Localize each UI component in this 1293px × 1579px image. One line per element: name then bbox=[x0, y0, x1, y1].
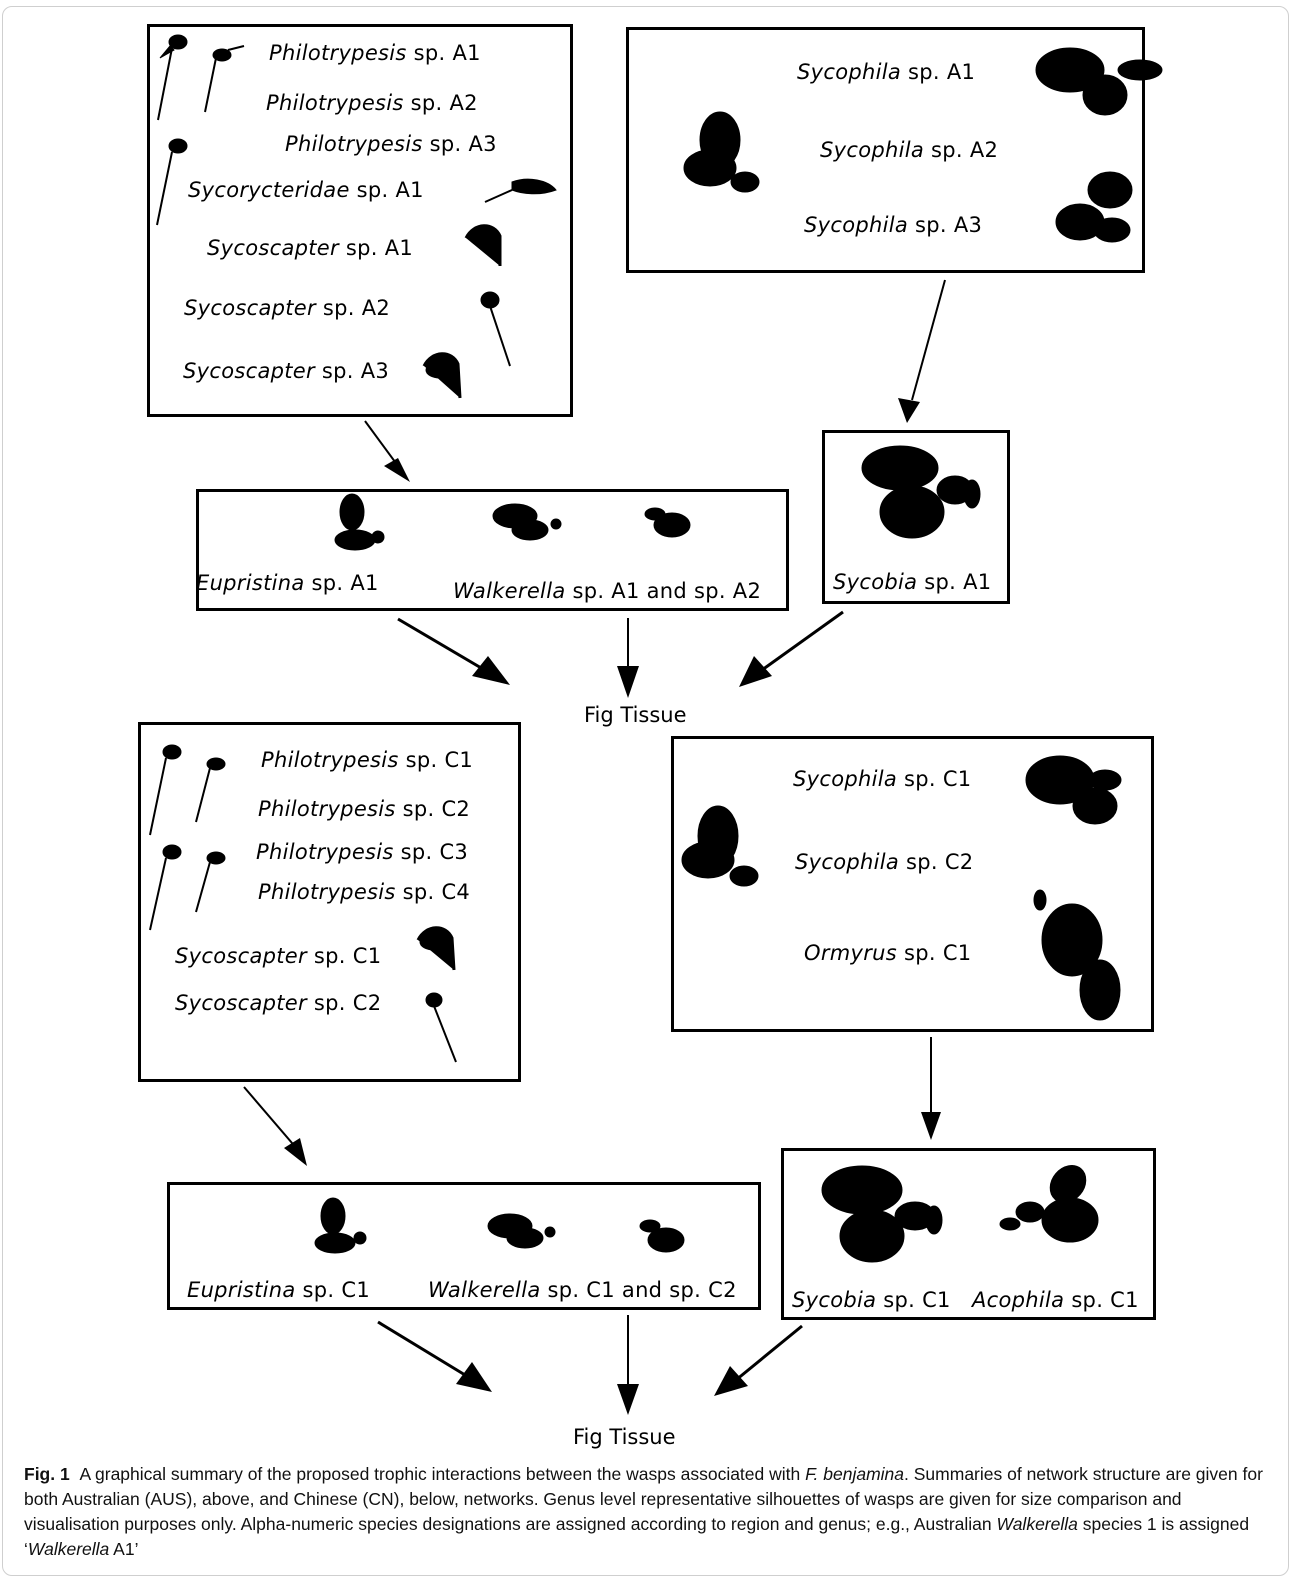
cn-box2-label: Sycophila sp. C1 bbox=[793, 767, 972, 791]
pollinator-silhouette-icon bbox=[314, 493, 691, 1254]
aus-box1-label: Philotrypesis sp. A3 bbox=[285, 132, 497, 156]
aus-arrows bbox=[364, 279, 946, 698]
aus-box1-label: Sycoscapter sp. A3 bbox=[183, 359, 390, 383]
cn-box1-label: Sycoscapter sp. C2 bbox=[175, 991, 382, 1015]
aus-pollinator-box bbox=[196, 489, 789, 611]
aus-fig-tissue-label: Fig Tissue bbox=[584, 703, 687, 727]
cn-parasitoid-box bbox=[138, 722, 521, 1082]
aus-box1-label: Sycoscapter sp. A1 bbox=[207, 236, 414, 260]
aus-sycobia-label: Sycobia sp. A1 bbox=[833, 570, 992, 594]
cn-box1-label: Sycoscapter sp. C1 bbox=[175, 944, 382, 968]
cn-pollinator-label: Eupristina sp. C1 bbox=[187, 1278, 370, 1302]
cn-box2-label: Ormyrus sp. C1 bbox=[804, 941, 972, 965]
sycophila-silhouette-icon bbox=[681, 47, 1163, 1021]
caption-label: Fig. 1 bbox=[24, 1464, 70, 1484]
sycobia-silhouette-icon bbox=[821, 445, 1099, 1263]
figure-caption: Fig. 1 A graphical summary of the propos… bbox=[24, 1464, 1263, 1559]
cn-galler-label: Acophila sp. C1 bbox=[972, 1288, 1139, 1312]
aus-box2-label: Sycophila sp. A1 bbox=[797, 60, 976, 84]
cn-box1-label: Philotrypesis sp. C2 bbox=[258, 797, 471, 821]
cn-box1-label: Philotrypesis sp. C3 bbox=[256, 840, 469, 864]
aus-box1-label: Sycoscapter sp. A2 bbox=[184, 296, 391, 320]
cn-fig-tissue-label: Fig Tissue bbox=[573, 1425, 676, 1449]
cn-pollinator-label: Walkerella sp. C1 and sp. C2 bbox=[428, 1278, 737, 1302]
aus-parasitoid-box bbox=[147, 24, 573, 417]
wasp-silhouette-icon bbox=[149, 34, 557, 1063]
aus-box1-label: Philotrypesis sp. A1 bbox=[269, 41, 481, 65]
figure-frame bbox=[2, 6, 1289, 1576]
cn-box1-label: Philotrypesis sp. C4 bbox=[258, 880, 471, 904]
aus-box1-label: Sycorycteridae sp. A1 bbox=[188, 178, 424, 202]
cn-arrows bbox=[243, 1037, 941, 1415]
aus-pollinator-label: Eupristina sp. A1 bbox=[196, 571, 379, 595]
aus-box2-label: Sycophila sp. A2 bbox=[820, 138, 999, 162]
cn-galler-label: Sycobia sp. C1 bbox=[792, 1288, 951, 1312]
aus-box1-label: Philotrypesis sp. A2 bbox=[266, 91, 478, 115]
aus-pollinator-label: Walkerella sp. A1 and sp. A2 bbox=[453, 579, 762, 603]
aus-box2-label: Sycophila sp. A3 bbox=[804, 213, 983, 237]
cn-box1-label: Philotrypesis sp. C1 bbox=[261, 748, 474, 772]
cn-box2-label: Sycophila sp. C2 bbox=[795, 850, 974, 874]
